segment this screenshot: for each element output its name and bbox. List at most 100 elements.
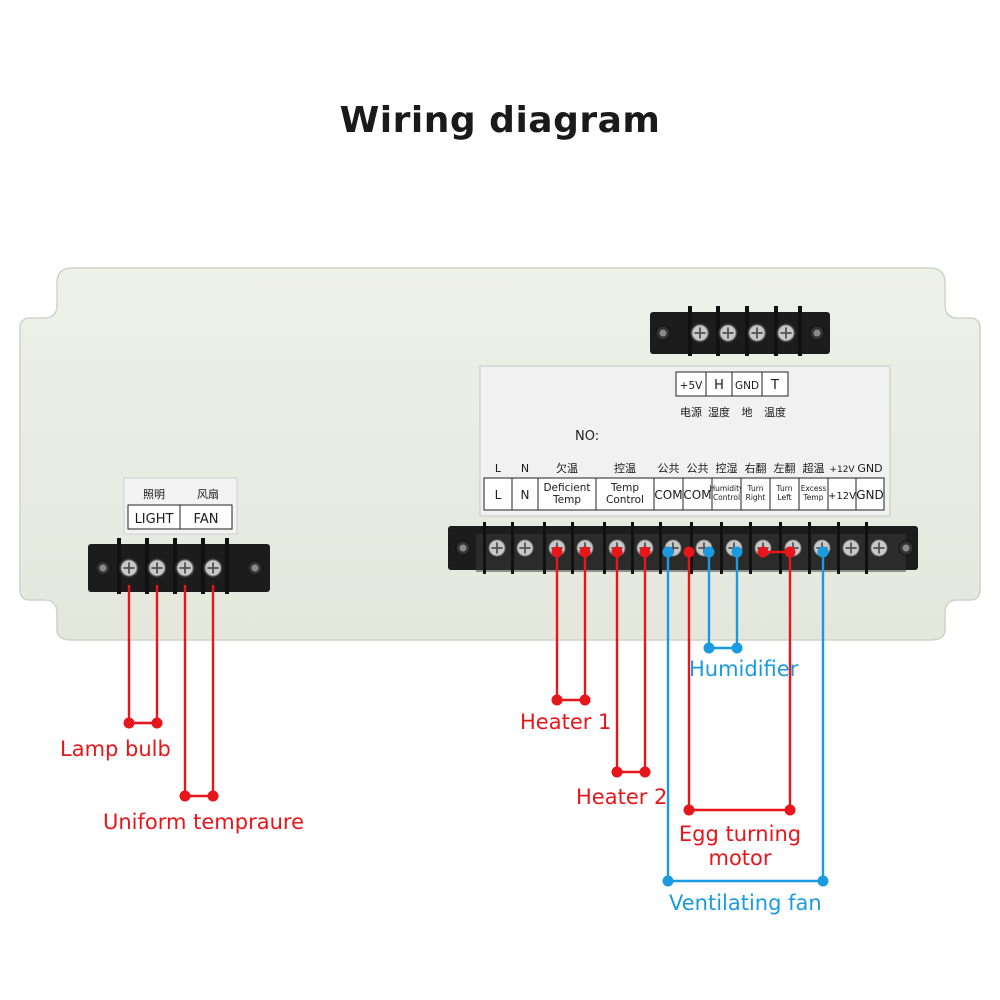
- main-terminal-cn-label: 右翻: [745, 461, 767, 475]
- terminal-junction: [551, 546, 563, 558]
- light-cn-label: 照明: [143, 488, 165, 501]
- terminal-divider: [145, 538, 149, 594]
- terminal-divider: [631, 522, 634, 574]
- main-label-cell: [537, 477, 597, 511]
- terminal-divider: [745, 306, 749, 356]
- terminal-divider: [716, 306, 720, 356]
- terminal-divider: [808, 522, 811, 574]
- terminal-divider: [603, 522, 606, 574]
- main-terminal-label: +12V: [828, 491, 856, 502]
- terminal-divider: [837, 522, 840, 574]
- sensor-label-cell: [761, 371, 789, 397]
- uniform-temp-junction: [179, 790, 191, 802]
- terminal-junction: [731, 546, 743, 558]
- mount-screw-hole: [459, 544, 467, 552]
- main-terminal-cn-label: L: [495, 462, 502, 475]
- heater-1-label: Heater 1: [520, 710, 612, 734]
- terminal-junction: [703, 546, 715, 558]
- sensor-terminal-block: [650, 306, 830, 356]
- main-terminal-cn-label: 控温: [614, 461, 636, 475]
- terminal-divider: [201, 538, 205, 594]
- mount-screw-hole: [99, 564, 107, 572]
- terminal-divider: [798, 306, 802, 356]
- main-label-cell: [595, 477, 655, 511]
- terminal-divider: [543, 522, 546, 574]
- terminal-divider: [774, 306, 778, 356]
- ventilating-fan-label: Ventilating fan: [669, 891, 822, 915]
- egg-turning-junction: [784, 804, 796, 816]
- main-terminal-label: COM: [683, 488, 711, 502]
- terminal-divider: [117, 538, 121, 594]
- main-label-cell: [711, 477, 742, 511]
- terminal-junction: [683, 546, 695, 558]
- main-label-cell: [827, 477, 857, 511]
- main-terminal-cn-label: 欠温: [556, 461, 578, 475]
- egg-turning-line-1: Egg turning: [678, 822, 802, 846]
- terminal-divider: [688, 306, 692, 356]
- main-label-cell: [855, 477, 885, 511]
- humidifier-junction: [703, 642, 715, 654]
- sensor-label-cell: [705, 371, 733, 397]
- egg-turning-motor-label: Egg turning motor: [670, 822, 810, 870]
- uniform-temp-wire: [183, 585, 215, 798]
- main-terminal-label: Turn: [747, 484, 764, 493]
- terminal-junction: [639, 546, 651, 558]
- main-terminal-cn-label: GND: [857, 462, 882, 475]
- uniform-temp-junction: [207, 790, 219, 802]
- main-terminal-cn-label: +12V: [829, 465, 855, 475]
- main-terminal-cn-label: 公共: [687, 462, 709, 475]
- diagram-title: Wiring diagram: [339, 100, 661, 141]
- main-terminal-label: Left: [777, 493, 791, 502]
- main-terminal-label: N: [521, 488, 530, 502]
- terminal-junction: [662, 546, 674, 558]
- terminal-junction: [579, 546, 591, 558]
- egg-turning-line-2: motor: [708, 846, 772, 870]
- heater-2-label: Heater 2: [576, 785, 668, 809]
- heater-1-junction: [579, 694, 591, 706]
- fan-label: FAN: [194, 512, 219, 527]
- sensor-terminal-cn-label: 湿度: [708, 405, 730, 419]
- main-terminal-label: Temp: [552, 494, 581, 506]
- terminal-divider: [749, 522, 752, 574]
- sensor-terminal-label: GND: [735, 380, 759, 392]
- main-terminal-label: Control: [606, 494, 644, 506]
- terminal-divider: [511, 522, 514, 574]
- main-terminal-label: Humidity: [709, 484, 744, 493]
- mount-screw-hole: [813, 329, 821, 337]
- main-terminal-label: Right: [746, 493, 766, 502]
- terminal-junction: [757, 546, 769, 558]
- main-terminal-cn-label: 公共: [658, 462, 680, 475]
- mount-screw-hole: [659, 329, 667, 337]
- sensor-terminal-cn-label: 温度: [764, 405, 786, 419]
- terminal-junction: [611, 546, 623, 558]
- heater-2-junction: [639, 766, 651, 778]
- main-terminal-label: GND: [856, 488, 884, 502]
- wires: [123, 546, 829, 887]
- main-terminal-cn-label: 左翻: [774, 461, 796, 475]
- light-label: LIGHT: [135, 512, 174, 527]
- heater-2-junction: [611, 766, 623, 778]
- ventilating-fan-junction: [817, 875, 829, 887]
- main-terminal-label: COM: [654, 488, 682, 502]
- heater-1-junction: [551, 694, 563, 706]
- lamp-bulb-wire: [127, 585, 159, 725]
- main-terminal-cn-label: 控湿: [716, 461, 738, 475]
- main-label-cell: [653, 477, 684, 511]
- uniform-temperature-label: Uniform tempraure: [103, 810, 304, 834]
- terminal-divider: [659, 522, 662, 574]
- main-terminal-label: Temp: [610, 482, 639, 494]
- terminal-divider: [225, 538, 229, 594]
- fan-cn-label: 风扇: [197, 487, 219, 501]
- main-terminal-cn-label: N: [521, 462, 529, 475]
- egg-turning-junction: [683, 804, 695, 816]
- terminal-divider: [173, 538, 177, 594]
- terminal-divider: [865, 522, 868, 574]
- main-terminal-label: L: [495, 488, 502, 502]
- heater-1-wire: [555, 552, 587, 702]
- humidifier-wire: [707, 552, 739, 650]
- light-label-cell: [127, 504, 181, 530]
- lamp-bulb-junction: [123, 717, 135, 729]
- main-terminal-label: Control: [713, 493, 740, 502]
- lamp-bulb-label: Lamp bulb: [60, 737, 171, 761]
